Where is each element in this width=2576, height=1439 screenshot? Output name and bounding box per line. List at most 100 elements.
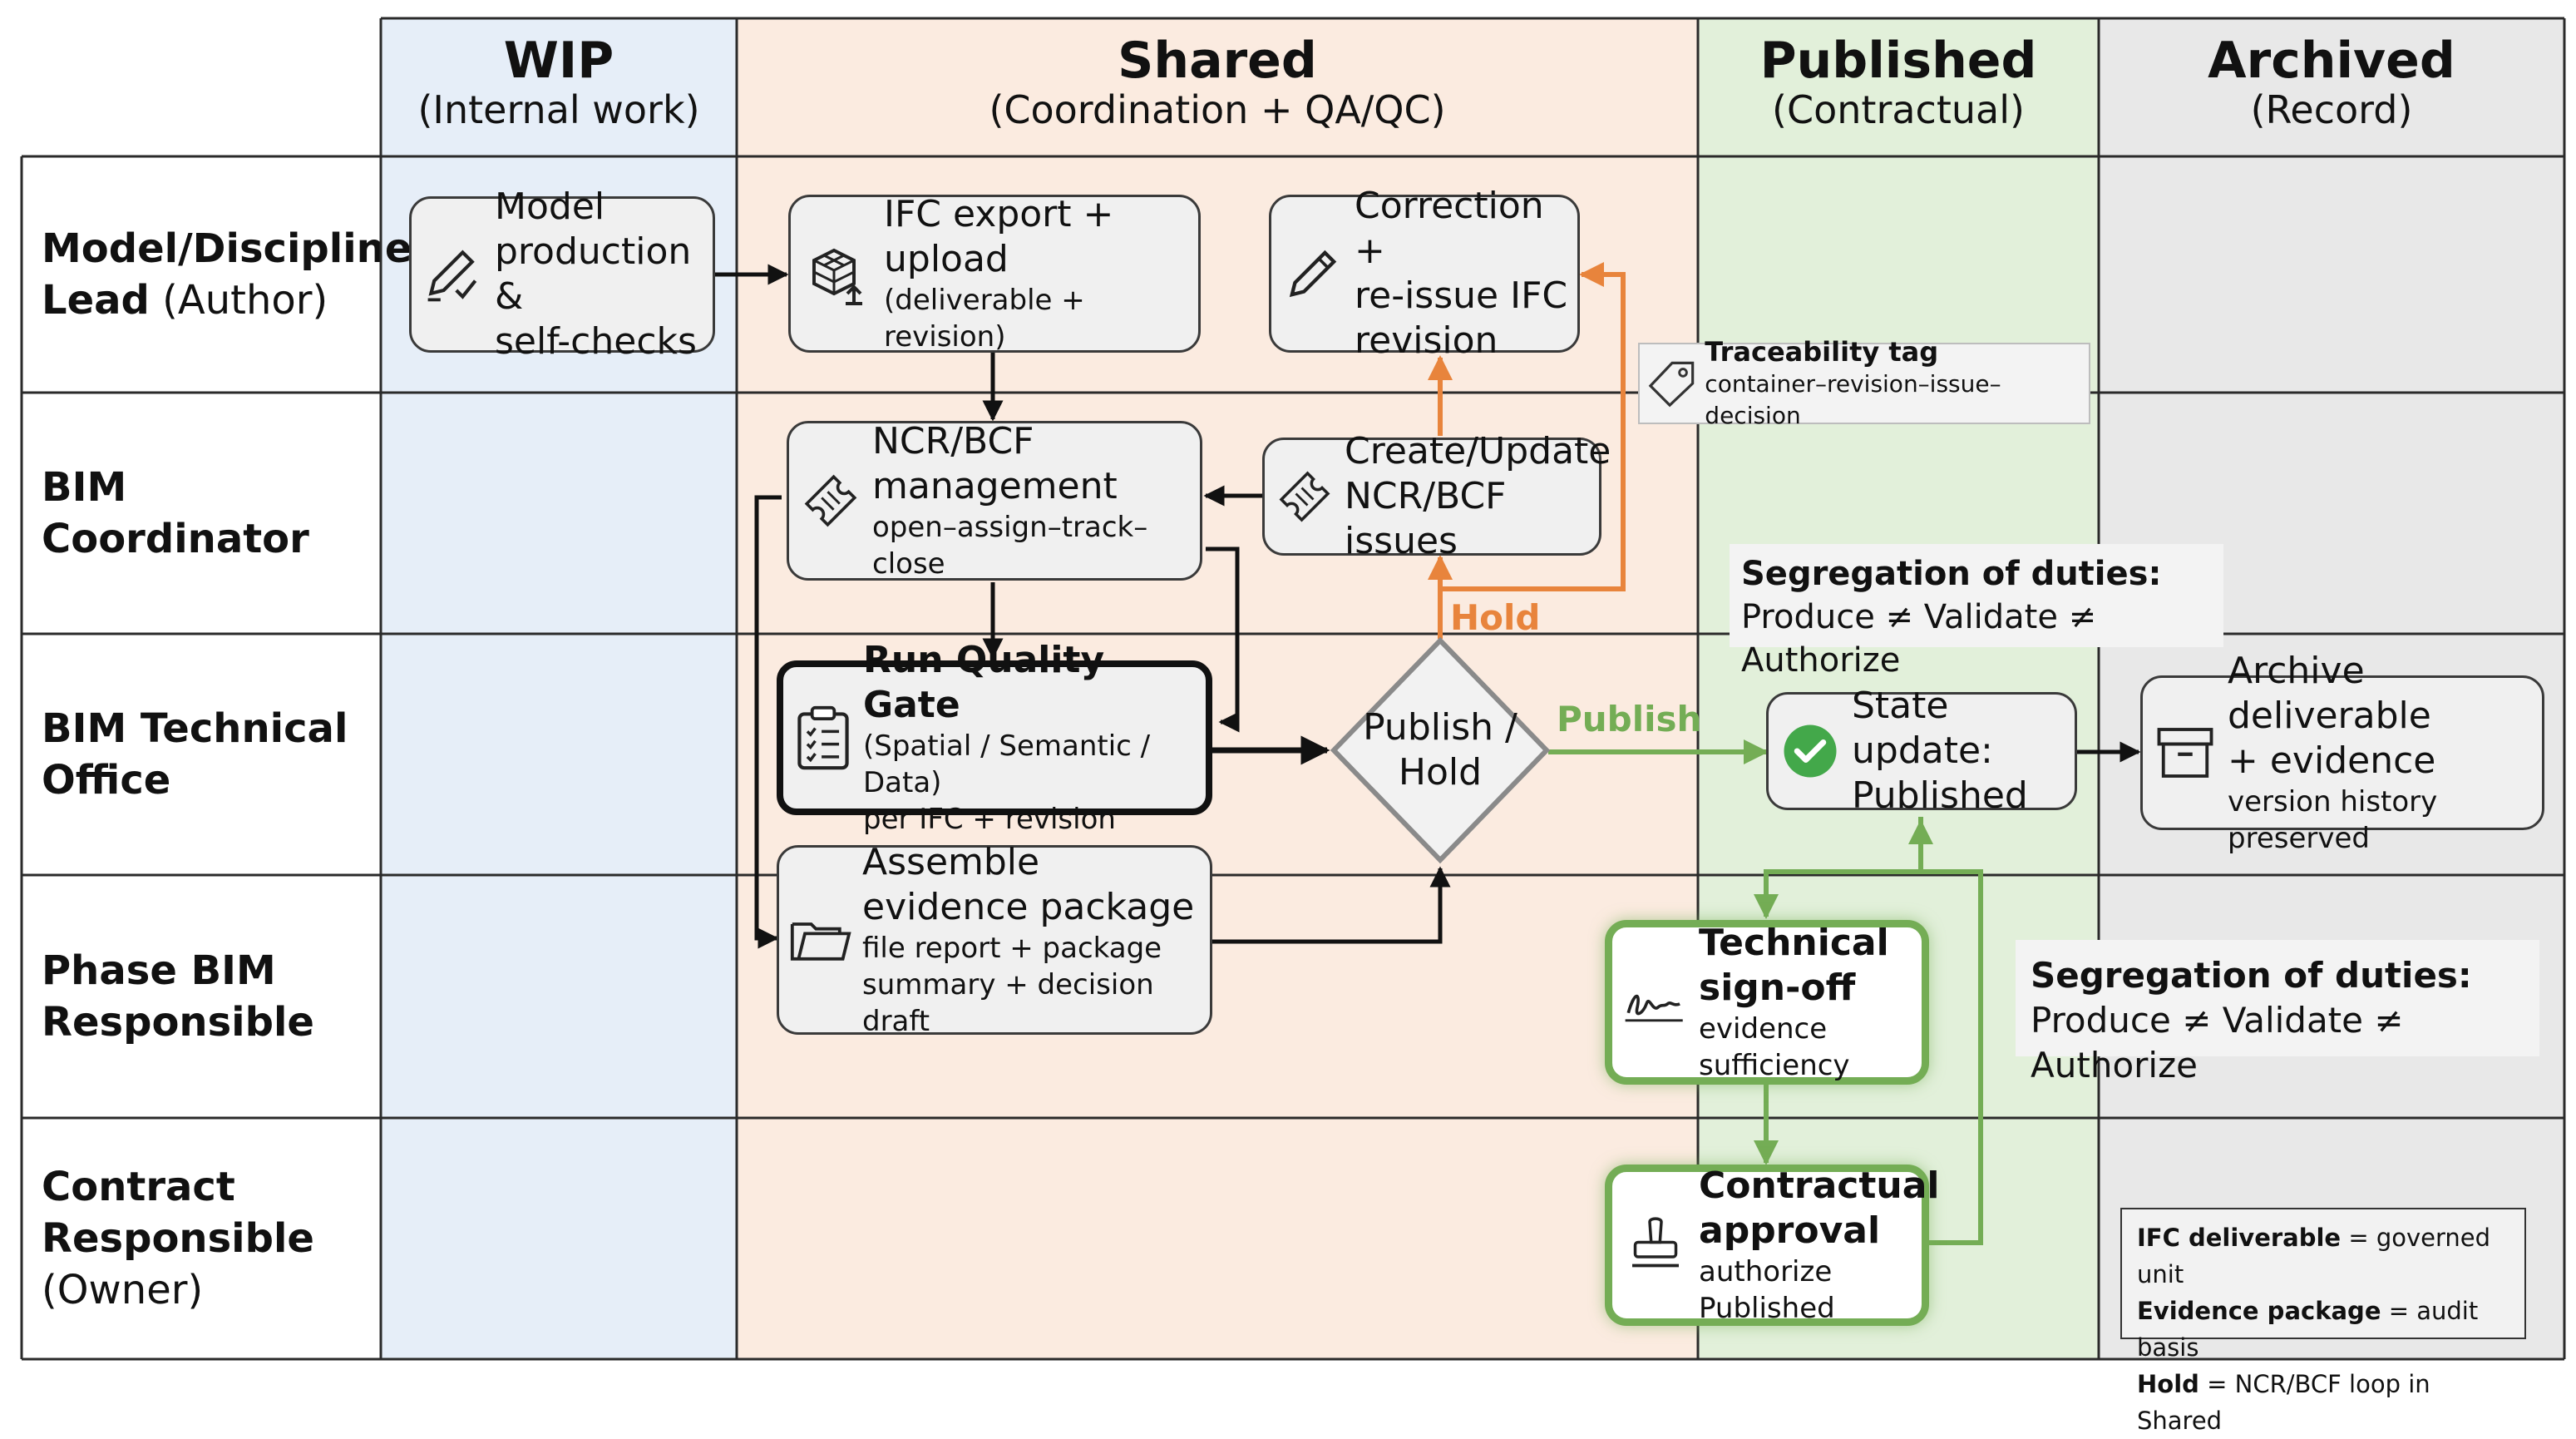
tag-icon bbox=[1640, 359, 1705, 408]
node-text: Correction + re-issue IFC revision bbox=[1355, 184, 1577, 363]
node-sub: version history preserved bbox=[2228, 785, 2438, 855]
column-title: Published bbox=[1759, 32, 2037, 90]
node-line: Model bbox=[495, 185, 605, 228]
node-sub: evidence sufficiency bbox=[1699, 1012, 1850, 1082]
node-line: Hold bbox=[1398, 751, 1483, 794]
segregation-text: Produce ≠ Validate ≠ Authorize bbox=[1741, 598, 2097, 680]
node-decision[interactable]: Publish / Hold bbox=[1334, 640, 1547, 860]
edge-label-publish: Publish bbox=[1557, 699, 1702, 739]
node-ncr-management[interactable]: NCR/BCF management open–assign–track–clo… bbox=[787, 419, 1202, 582]
pencil-icon bbox=[1271, 244, 1355, 304]
segregation-text: Produce ≠ Validate ≠ Authorize bbox=[2031, 1000, 2404, 1085]
lane-label-author: Model/Discipline Lead (Author) bbox=[42, 156, 412, 393]
lane-label-bold: Responsible bbox=[42, 1215, 314, 1262]
signature-icon bbox=[1612, 979, 1699, 1026]
node-text: NCR/BCF management open–assign–track–clo… bbox=[872, 419, 1200, 582]
node-create-update[interactable]: Create/Update NCR/BCF issues bbox=[1262, 430, 1611, 562]
node-sub: (Spatial / Semantic / Data) bbox=[863, 729, 1151, 799]
legend-term: Hold bbox=[2137, 1370, 2199, 1398]
lane-label-bold: Phase BIM bbox=[42, 947, 276, 994]
check-circle-icon bbox=[1769, 722, 1852, 780]
node-model-production[interactable]: Model production & self-checks bbox=[409, 185, 715, 363]
segregation-title: Segregation of duties: bbox=[2031, 955, 2472, 996]
ticket-icon bbox=[789, 471, 872, 531]
node-correction[interactable]: Correction + re-issue IFC revision bbox=[1269, 185, 1580, 362]
node-sub: per IFC + revision bbox=[863, 803, 1116, 836]
swimlane-diagram: WIP (Internal work) Shared (Coordination… bbox=[20, 17, 2566, 1435]
legend-entry: Hold = NCR/BCF loop in Shared bbox=[2137, 1366, 2509, 1439]
node-line: Published bbox=[1852, 774, 2028, 817]
node-text: Assemble evidence package file report + … bbox=[862, 840, 1210, 1040]
node-text: Technical sign-off evidence sufficiency bbox=[1699, 921, 1922, 1084]
node-state-update[interactable]: State update: Published bbox=[1766, 685, 2077, 817]
lane-label-phase-bim: Phase BIM Responsible bbox=[42, 875, 314, 1118]
node-text: Archive deliverable + evidence version h… bbox=[2228, 649, 2542, 857]
node-line: revision bbox=[1355, 319, 1498, 362]
traceability-tag-note: Traceability tag container–revision–issu… bbox=[1638, 336, 2090, 429]
cube-upload-icon bbox=[791, 240, 884, 307]
node-line: upload bbox=[884, 238, 1009, 280]
node-line: Archive deliverable bbox=[2228, 650, 2431, 737]
node-sub: file report + package bbox=[862, 932, 1162, 965]
node-sub: open–assign–track–close bbox=[872, 511, 1148, 581]
stamp-icon bbox=[1612, 1216, 1699, 1274]
legend-term: IFC deliverable bbox=[2137, 1224, 2342, 1252]
node-line: State update: bbox=[1852, 685, 1993, 772]
column-header-shared: Shared (Coordination + QA/QC) bbox=[737, 18, 1698, 156]
node-text: Run Quality Gate (Spatial / Semantic / D… bbox=[863, 638, 1206, 838]
node-line: + evidence bbox=[2228, 739, 2436, 782]
lane-label-bold: Coordinator bbox=[42, 516, 309, 562]
node-line: evidence package bbox=[862, 886, 1195, 928]
segregation-title: Segregation of duties: bbox=[1741, 555, 2162, 593]
node-technical-signoff[interactable]: Technical sign-off evidence sufficiency bbox=[1605, 920, 1929, 1085]
lane-label-normal: (Author) bbox=[162, 277, 328, 324]
lane-label-bold: Lead bbox=[42, 277, 150, 324]
node-line: Correction + bbox=[1355, 185, 1544, 272]
node-archive[interactable]: Archive deliverable + evidence version h… bbox=[2140, 650, 2544, 855]
pencil-check-icon bbox=[412, 243, 495, 306]
lane-label-coordinator: BIM Coordinator bbox=[42, 393, 309, 634]
column-subtitle: (Internal work) bbox=[417, 87, 700, 132]
segregation-note-top: Segregation of duties: Produce ≠ Validat… bbox=[1730, 544, 2223, 680]
node-quality-gate[interactable]: Run Quality Gate (Spatial / Semantic / D… bbox=[777, 639, 1212, 836]
node-title: sign-off bbox=[1699, 967, 1856, 1009]
column-header-published: Published (Contractual) bbox=[1698, 18, 2099, 156]
lane-label-normal: (Owner) bbox=[42, 1267, 204, 1313]
legend-box: IFC deliverable = governed unit Evidence… bbox=[2120, 1208, 2526, 1435]
node-line: re-issue IFC bbox=[1355, 274, 1568, 317]
node-line: Assemble bbox=[862, 841, 1040, 883]
legend-term: Evidence package bbox=[2137, 1297, 2381, 1325]
lane-label-bold: Responsible bbox=[42, 999, 314, 1046]
archive-box-icon bbox=[2143, 726, 2228, 779]
node-sub: (deliverable + revision) bbox=[884, 284, 1085, 354]
lane-label-bold: BIM Technical bbox=[42, 705, 348, 752]
segregation-note-bottom: Segregation of duties: Produce ≠ Validat… bbox=[2016, 940, 2539, 1085]
node-ifc-export[interactable]: IFC export + upload (deliverable + revis… bbox=[788, 193, 1201, 354]
node-sub: authorize Published bbox=[1699, 1255, 1835, 1325]
node-text: Contractual approval authorize Published bbox=[1699, 1164, 1939, 1327]
node-line: Publish / bbox=[1363, 706, 1517, 749]
legend-entry: Evidence package = audit basis bbox=[2137, 1293, 2509, 1366]
node-contractual-approval[interactable]: Contractual approval authorize Published bbox=[1605, 1165, 1939, 1326]
lane-label-contract: Contract Responsible (Owner) bbox=[42, 1118, 314, 1359]
node-text: State update: Published bbox=[1852, 684, 2075, 818]
node-line: self-checks bbox=[495, 320, 697, 363]
node-line: production & bbox=[495, 230, 692, 318]
node-line: management bbox=[872, 465, 1118, 507]
column-title: Archived bbox=[2208, 32, 2455, 90]
node-title: Contractual bbox=[1699, 1165, 1940, 1207]
node-title: Run Quality Gate bbox=[863, 639, 1105, 726]
column-header-archived: Archived (Record) bbox=[2099, 18, 2564, 156]
lane-label-bold: Contract bbox=[42, 1164, 235, 1210]
folder-icon bbox=[779, 913, 862, 967]
node-line: NCR/BCF issues bbox=[1345, 475, 1507, 562]
edge-label-hold: Hold bbox=[1450, 597, 1541, 638]
node-line: IFC export + bbox=[884, 193, 1114, 235]
ticket-icon bbox=[1265, 467, 1345, 526]
node-evidence-package[interactable]: Assemble evidence package file report + … bbox=[777, 841, 1212, 1038]
column-subtitle: (Contractual) bbox=[1772, 87, 2025, 132]
traceability-sub: container–revision–issue–decision bbox=[1705, 370, 2001, 429]
node-text: Create/Update NCR/BCF issues bbox=[1345, 429, 1611, 564]
traceability-title: Traceability tag bbox=[1705, 336, 1939, 368]
lane-label-technical-office: BIM Technical Office bbox=[42, 634, 348, 875]
